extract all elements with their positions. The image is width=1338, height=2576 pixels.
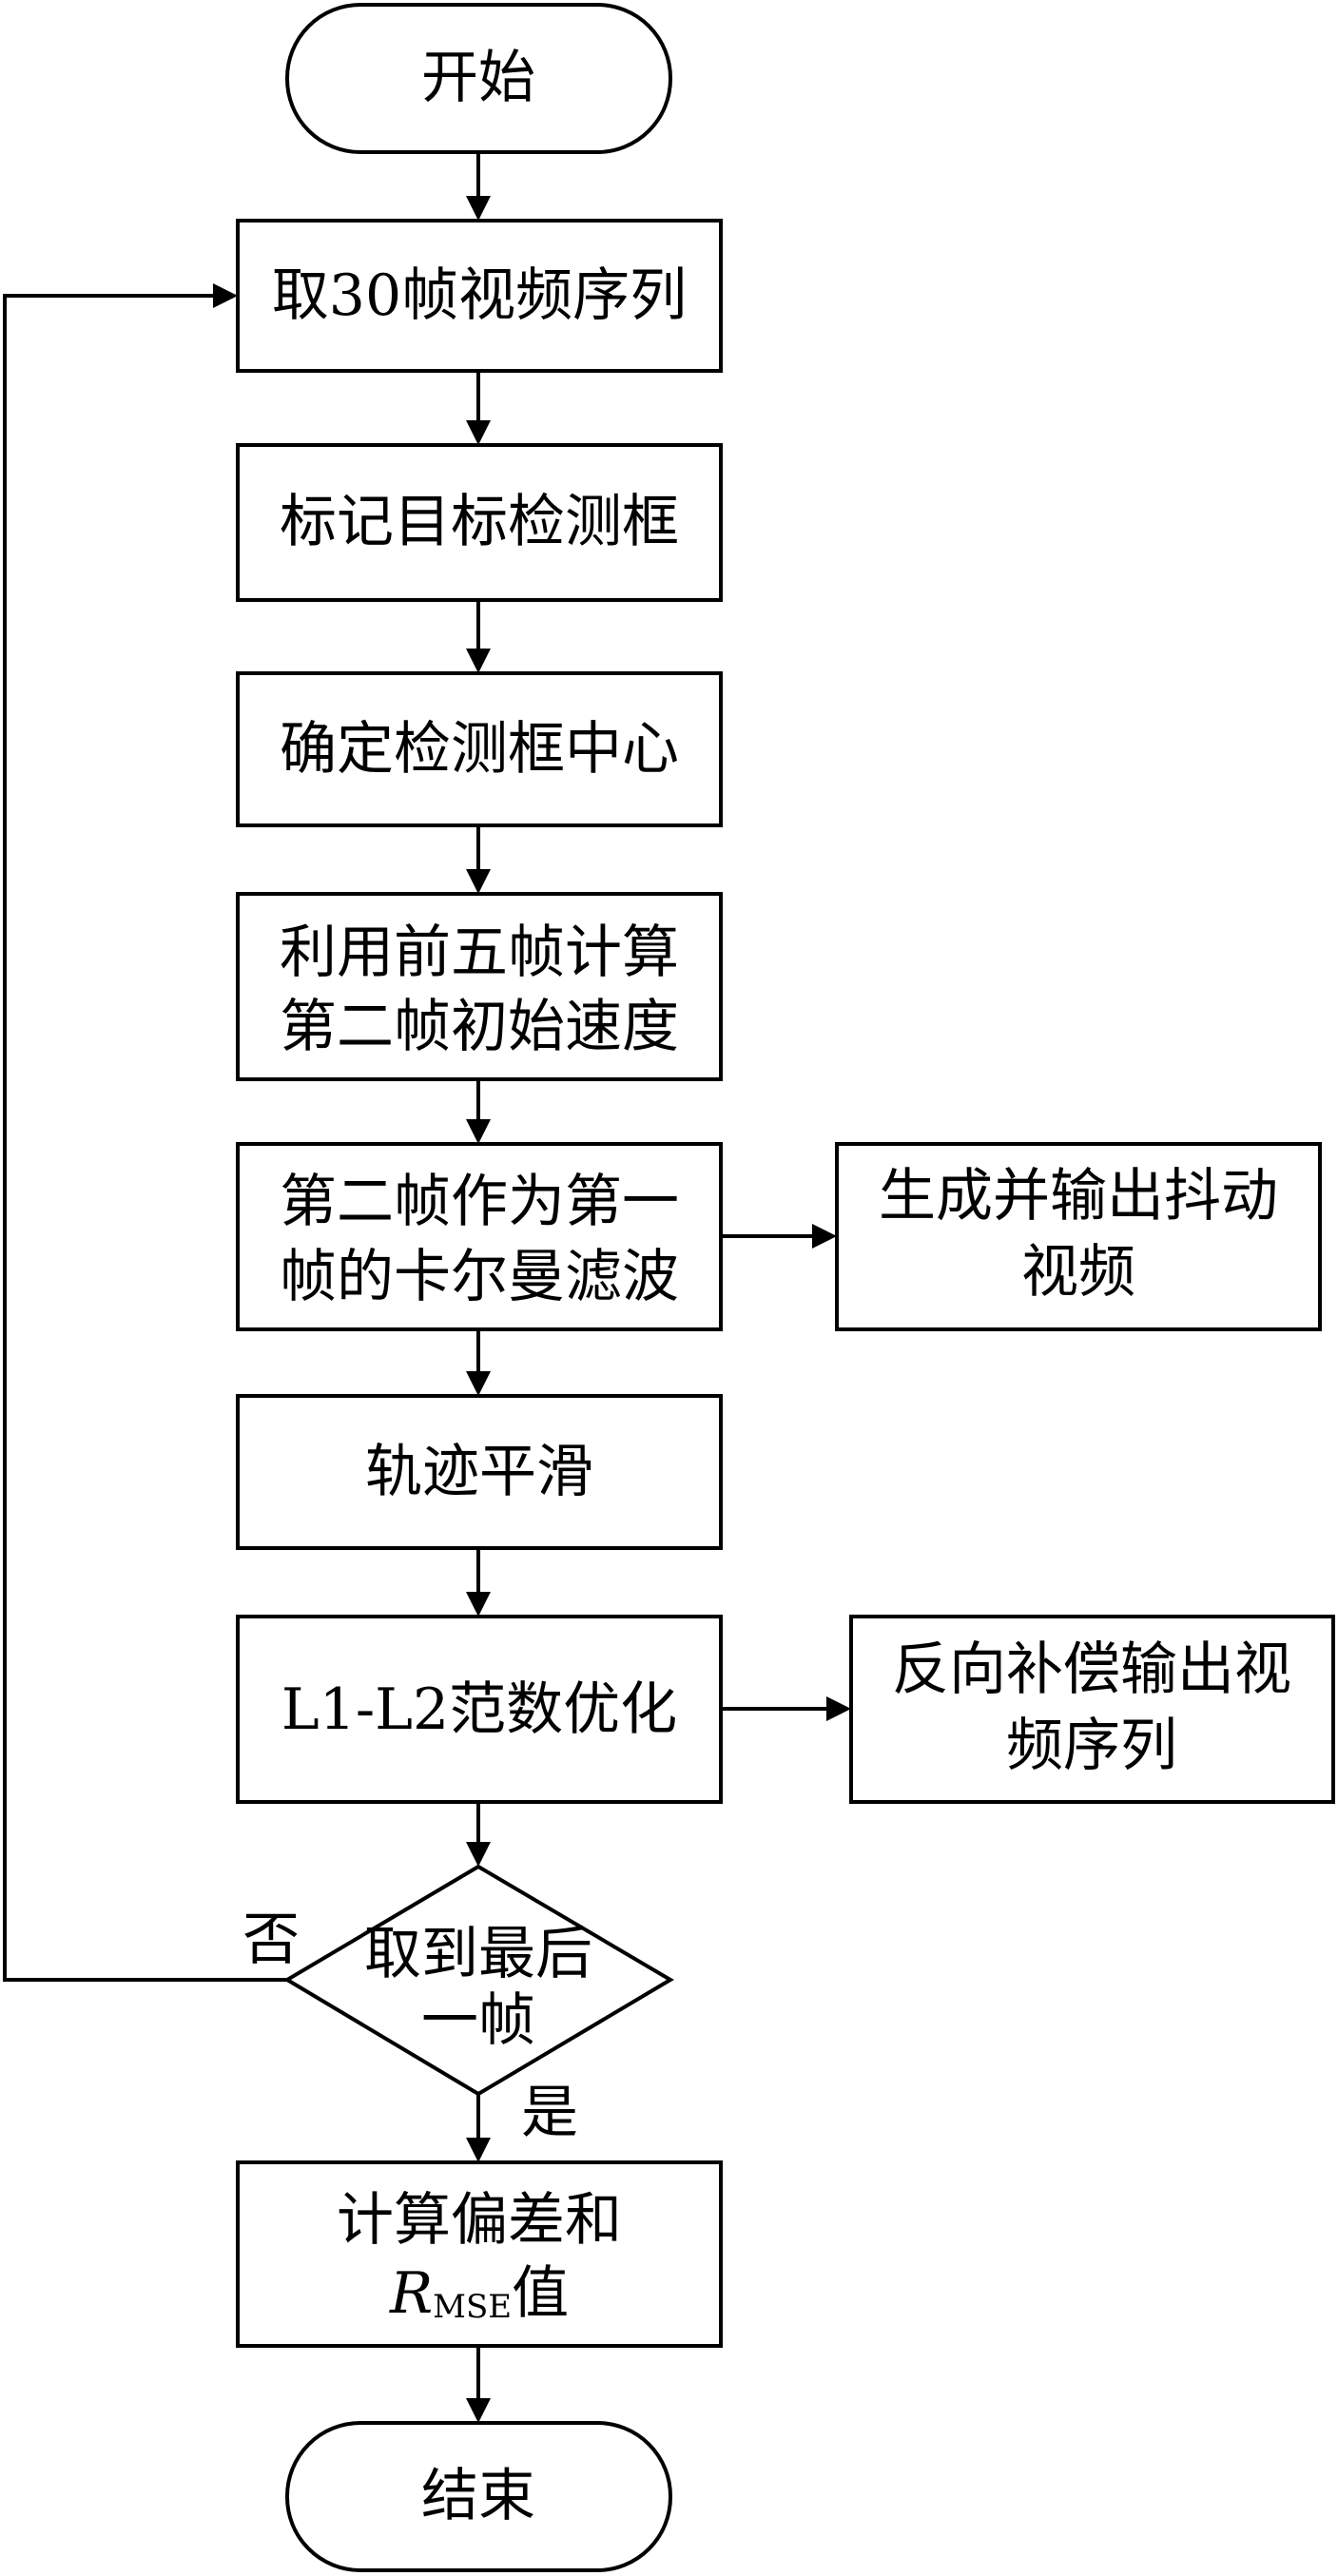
step-take-30-frames-label: 取30帧视频序列 <box>272 262 687 329</box>
step-mark-detection-box: 标记目标检测框 <box>236 443 723 602</box>
decision-last-frame-line1: 取到最后 <box>364 1921 592 1987</box>
output-shaky-video-line1: 生成并输出抖动 <box>879 1163 1278 1230</box>
arrowhead-end <box>466 2398 491 2423</box>
step-l1-l2-optimization: L1-L2范数优化 <box>236 1615 723 1804</box>
branch-no-label: 否 <box>242 1907 300 1973</box>
step-l1-l2-optimization-label: L1-L2范数优化 <box>281 1676 677 1743</box>
step-initial-velocity-line1: 利用前五帧计算 <box>280 920 679 986</box>
step-compute-rmse: 计算偏差和 RMSE值 <box>236 2160 723 2348</box>
arrowhead-step1 <box>466 196 491 221</box>
start-node: 开始 <box>285 3 672 154</box>
arrowhead-loop <box>213 283 238 308</box>
end-node: 结束 <box>285 2421 672 2572</box>
output-compensated-video: 反向补偿输出视 频序列 <box>849 1615 1335 1804</box>
arrowhead-decision <box>466 1842 491 1867</box>
arrowhead-side2 <box>826 1696 851 1721</box>
arrowhead-step8 <box>466 2138 491 2162</box>
step-box-center-label: 确定检测框中心 <box>280 716 679 783</box>
step-take-30-frames: 取30帧视频序列 <box>236 219 723 373</box>
step-kalman-filter-line2: 帧的卡尔曼滤波 <box>280 1244 679 1310</box>
step-kalman-filter-line1: 第二帧作为第一 <box>280 1169 679 1235</box>
step-box-center: 确定检测框中心 <box>236 671 723 827</box>
decision-last-frame: 取到最后 一帧 <box>283 1864 674 2097</box>
step-kalman-filter: 第二帧作为第一 帧的卡尔曼滤波 <box>236 1142 723 1331</box>
arrowhead-step2 <box>466 420 491 445</box>
output-compensated-video-line2: 频序列 <box>1006 1713 1177 1779</box>
rmse-subscript: MSE <box>433 2288 512 2326</box>
start-label: 开始 <box>421 45 535 111</box>
arrowhead-step6 <box>466 1371 491 1396</box>
arrowhead-step7 <box>466 1592 491 1617</box>
end-label: 结束 <box>421 2463 535 2529</box>
step-initial-velocity-line2: 第二帧初始速度 <box>280 994 679 1060</box>
rmse-symbol: R <box>389 2260 433 2327</box>
arrowhead-step5 <box>466 1119 491 1144</box>
step-initial-velocity: 利用前五帧计算 第二帧初始速度 <box>236 892 723 1081</box>
step-mark-detection-box-label: 标记目标检测框 <box>280 489 679 555</box>
output-shaky-video-line2: 视频 <box>1021 1239 1135 1306</box>
arrowhead-side1 <box>812 1224 837 1249</box>
flow-connectors <box>3 152 851 2423</box>
step-trajectory-smoothing-label: 轨迹平滑 <box>365 1439 593 1505</box>
decision-last-frame-line2: 一帧 <box>421 1987 535 2054</box>
rmse-suffix: 值 <box>512 2260 569 2327</box>
arrowhead-step3 <box>466 649 491 673</box>
edge-decision-no-loop <box>3 294 287 1982</box>
branch-yes-label: 是 <box>521 2080 578 2146</box>
output-compensated-video-line1: 反向补偿输出视 <box>892 1637 1291 1703</box>
output-shaky-video: 生成并输出抖动 视频 <box>835 1142 1322 1331</box>
step-trajectory-smoothing: 轨迹平滑 <box>236 1394 723 1550</box>
step-compute-rmse-line2: RMSE值 <box>389 2260 569 2327</box>
arrowhead-step4 <box>466 869 491 894</box>
step-compute-rmse-line1: 计算偏差和 <box>337 2187 622 2254</box>
